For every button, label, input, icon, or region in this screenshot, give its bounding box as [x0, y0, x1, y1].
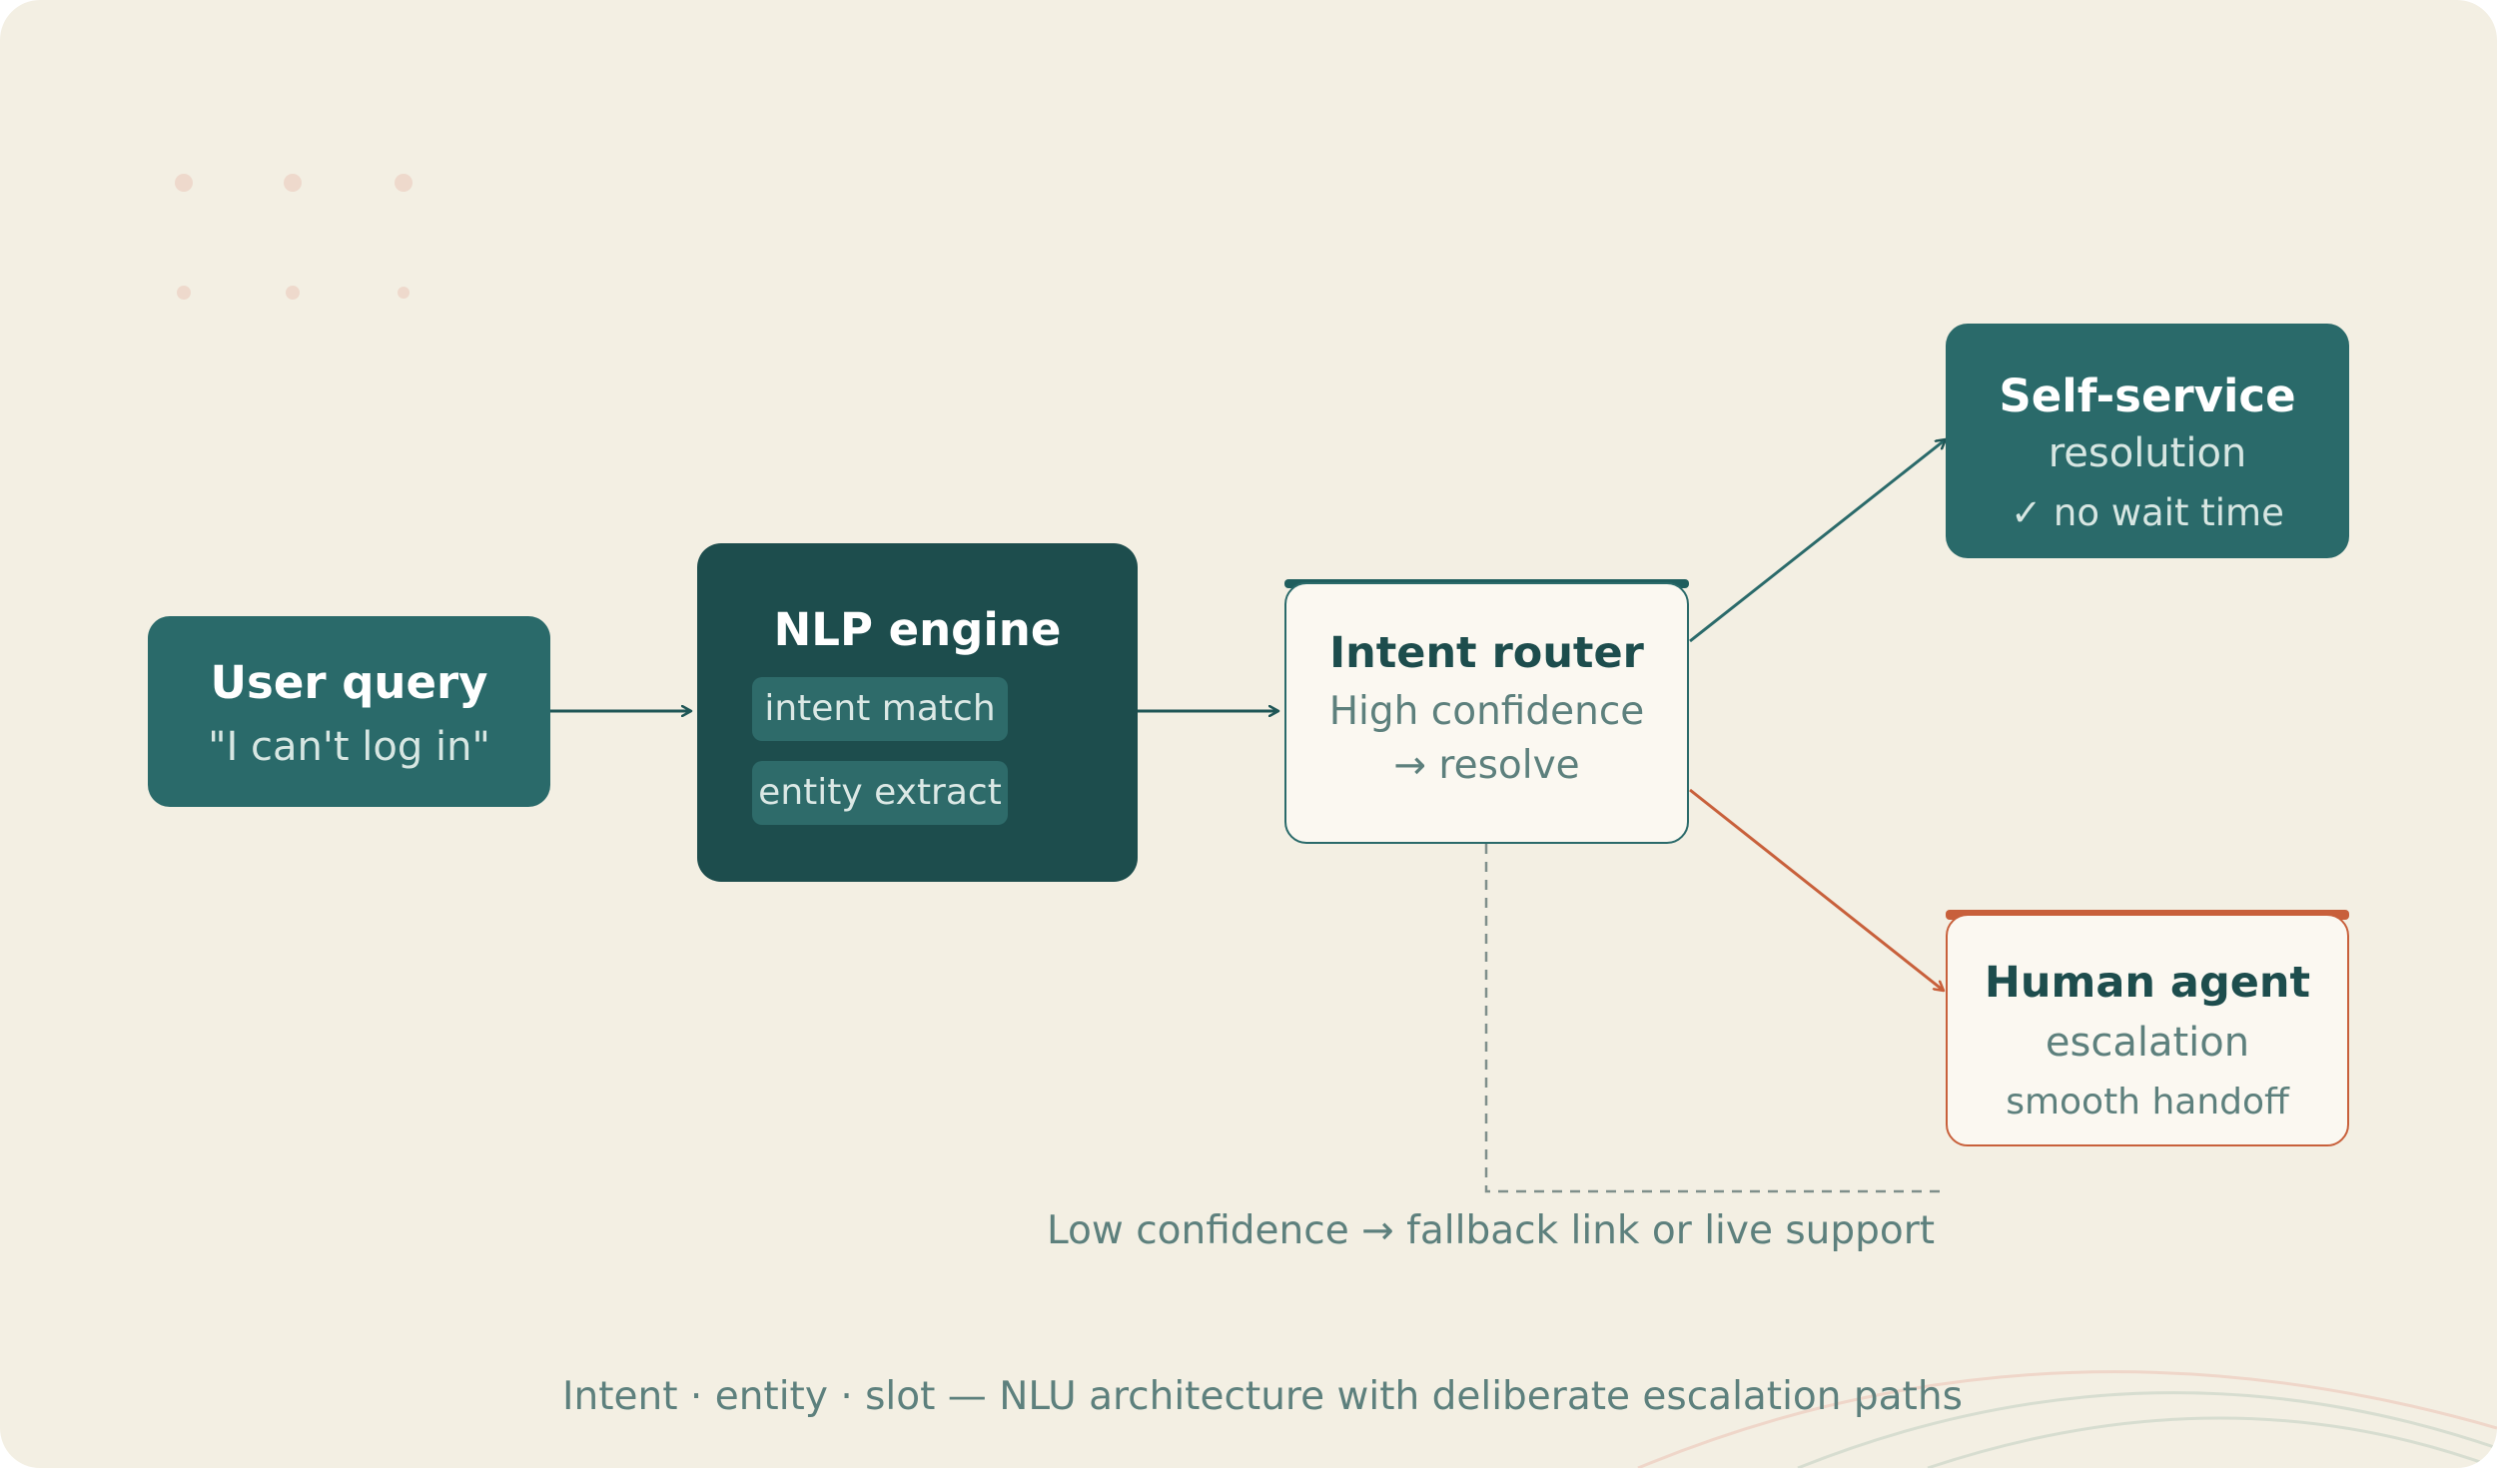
nlp-engine-title: NLP engine [773, 603, 1062, 656]
self-service-line-1: resolution [2048, 430, 2247, 476]
diagram-caption: Intent · entity · slot — NLU architectur… [562, 1374, 1963, 1419]
user-query-title: User query [210, 656, 488, 709]
entity-extract-chip: entity extract [752, 761, 1008, 825]
arrow-router-to-human-agent [1689, 788, 1944, 991]
intent-match-chip: intent match [752, 677, 1008, 741]
self-service-title: Self-service [1999, 370, 2296, 422]
human-agent-title: Human agent [1984, 958, 2311, 1008]
decorative-dots [175, 174, 413, 300]
human-agent-line-2: smooth handoff [2006, 1082, 2289, 1122]
self-service-node: Self-service resolution ✓ no wait time [1946, 324, 2349, 558]
human-agent-line-1: escalation [2045, 1020, 2250, 1066]
user-query-node: User query "I can't log in" [148, 616, 550, 807]
arrow-router-to-self-service [1689, 439, 1946, 643]
decorative-arcs [1637, 1370, 2497, 1468]
intent-router-line-2: → resolve [1393, 743, 1580, 788]
low-confidence-dashed-path [1484, 844, 1940, 1193]
human-agent-node: Human agent escalation smooth handoff [1946, 914, 2349, 1146]
intent-router-line-1: High confidence [1328, 689, 1645, 734]
self-service-line-2: ✓ no wait time [2011, 491, 2284, 534]
low-confidence-label: Low confidence → fallback link or live s… [1047, 1208, 1936, 1253]
nlp-engine-node: NLP engine intent match entity extract [697, 543, 1138, 882]
intent-router-title: Intent router [1329, 628, 1644, 678]
user-query-example: "I can't log in" [208, 724, 490, 770]
intent-router-node: Intent router High confidence → resolve [1284, 582, 1689, 844]
